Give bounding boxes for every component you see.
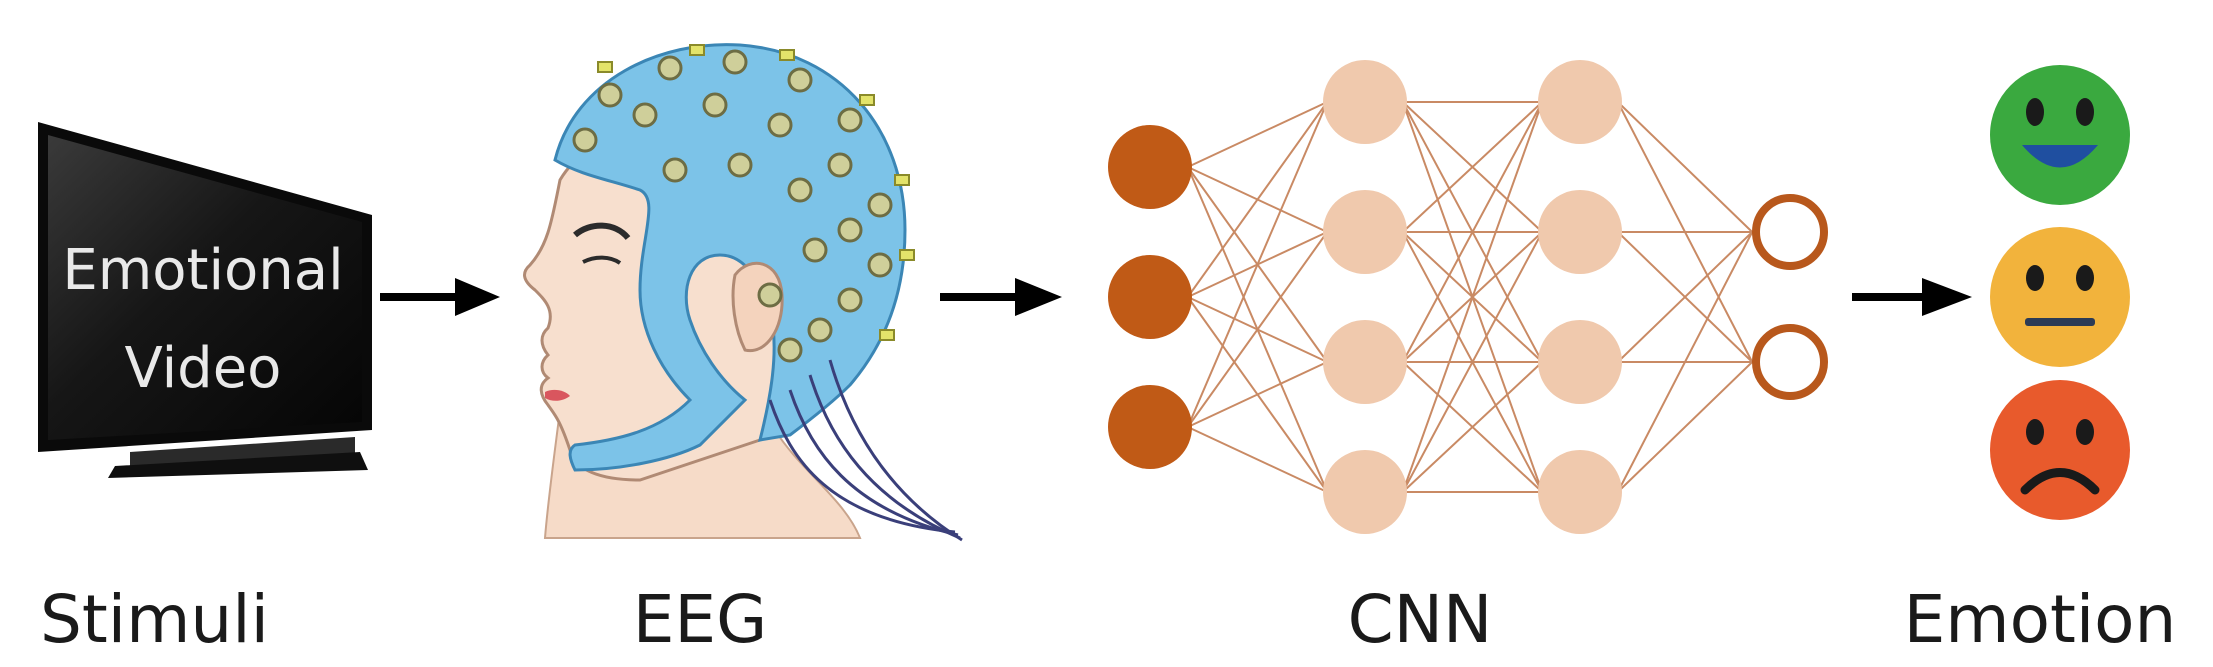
neutral-face-icon xyxy=(1990,227,2130,367)
arrow-eeg-to-cnn xyxy=(940,278,1062,316)
cnn-node-output-1 xyxy=(1752,324,1828,400)
cnn-node-hidden1-2 xyxy=(1323,320,1407,404)
cnn-node-hidden2-3 xyxy=(1538,450,1622,534)
cnn-edges xyxy=(1186,101,1754,493)
cnn-edge-l0-0-0 xyxy=(1187,101,1328,168)
cnn-edge-l0-2-2 xyxy=(1187,361,1328,428)
cnn-edge-l1-3-0 xyxy=(1401,101,1544,493)
cnn-nodes xyxy=(1108,60,1828,534)
cnn-edge-l0-2-0 xyxy=(1186,101,1329,428)
tv-screen-line-2: Video xyxy=(124,336,282,401)
tv-icon xyxy=(38,122,372,478)
cnn-edge-l0-2-3 xyxy=(1187,426,1328,493)
arrow-cnn-to-emotion xyxy=(1852,278,1972,316)
label-cnn: CNN xyxy=(1347,581,1493,658)
cnn-edge-l0-2-1 xyxy=(1186,231,1329,428)
cnn-edge-l1-3-1 xyxy=(1401,231,1544,493)
cnn-edge-l2-3-0 xyxy=(1616,231,1754,493)
cnn-edge-l2-3-1 xyxy=(1617,361,1753,493)
cnn-node-hidden1-3 xyxy=(1323,450,1407,534)
cnn-node-hidden2-1 xyxy=(1538,190,1622,274)
cnn-edge-l2-0-0 xyxy=(1617,101,1753,233)
cnn-node-hidden2-0 xyxy=(1538,60,1622,144)
cnn-edge-l1-1-0 xyxy=(1402,101,1543,233)
cnn-node-input-1 xyxy=(1108,255,1192,339)
cnn-node-hidden2-2 xyxy=(1538,320,1622,404)
cnn-edge-l0-1-0 xyxy=(1186,101,1329,298)
cnn-node-hidden1-1 xyxy=(1323,190,1407,274)
cnn-node-input-2 xyxy=(1108,385,1192,469)
label-stimuli: Stimuli xyxy=(40,581,269,658)
cnn-node-output-0 xyxy=(1752,194,1828,270)
cnn-edge-l1-2-0 xyxy=(1401,101,1544,363)
eeg-head-icon xyxy=(523,43,963,542)
cnn-node-hidden1-0 xyxy=(1323,60,1407,144)
label-emotion: Emotion xyxy=(1903,581,2177,658)
cnn-node-input-0 xyxy=(1108,125,1192,209)
happy-face-icon xyxy=(1990,65,2130,205)
cnn-edge-l1-3-2 xyxy=(1402,361,1543,493)
arrow-tv-to-eeg xyxy=(380,278,500,316)
sad-face-icon xyxy=(1990,380,2130,520)
label-eeg: EEG xyxy=(632,581,768,658)
tv-screen-line-1: Emotional xyxy=(62,238,344,303)
cnn-edge-l2-2-0 xyxy=(1617,231,1753,363)
